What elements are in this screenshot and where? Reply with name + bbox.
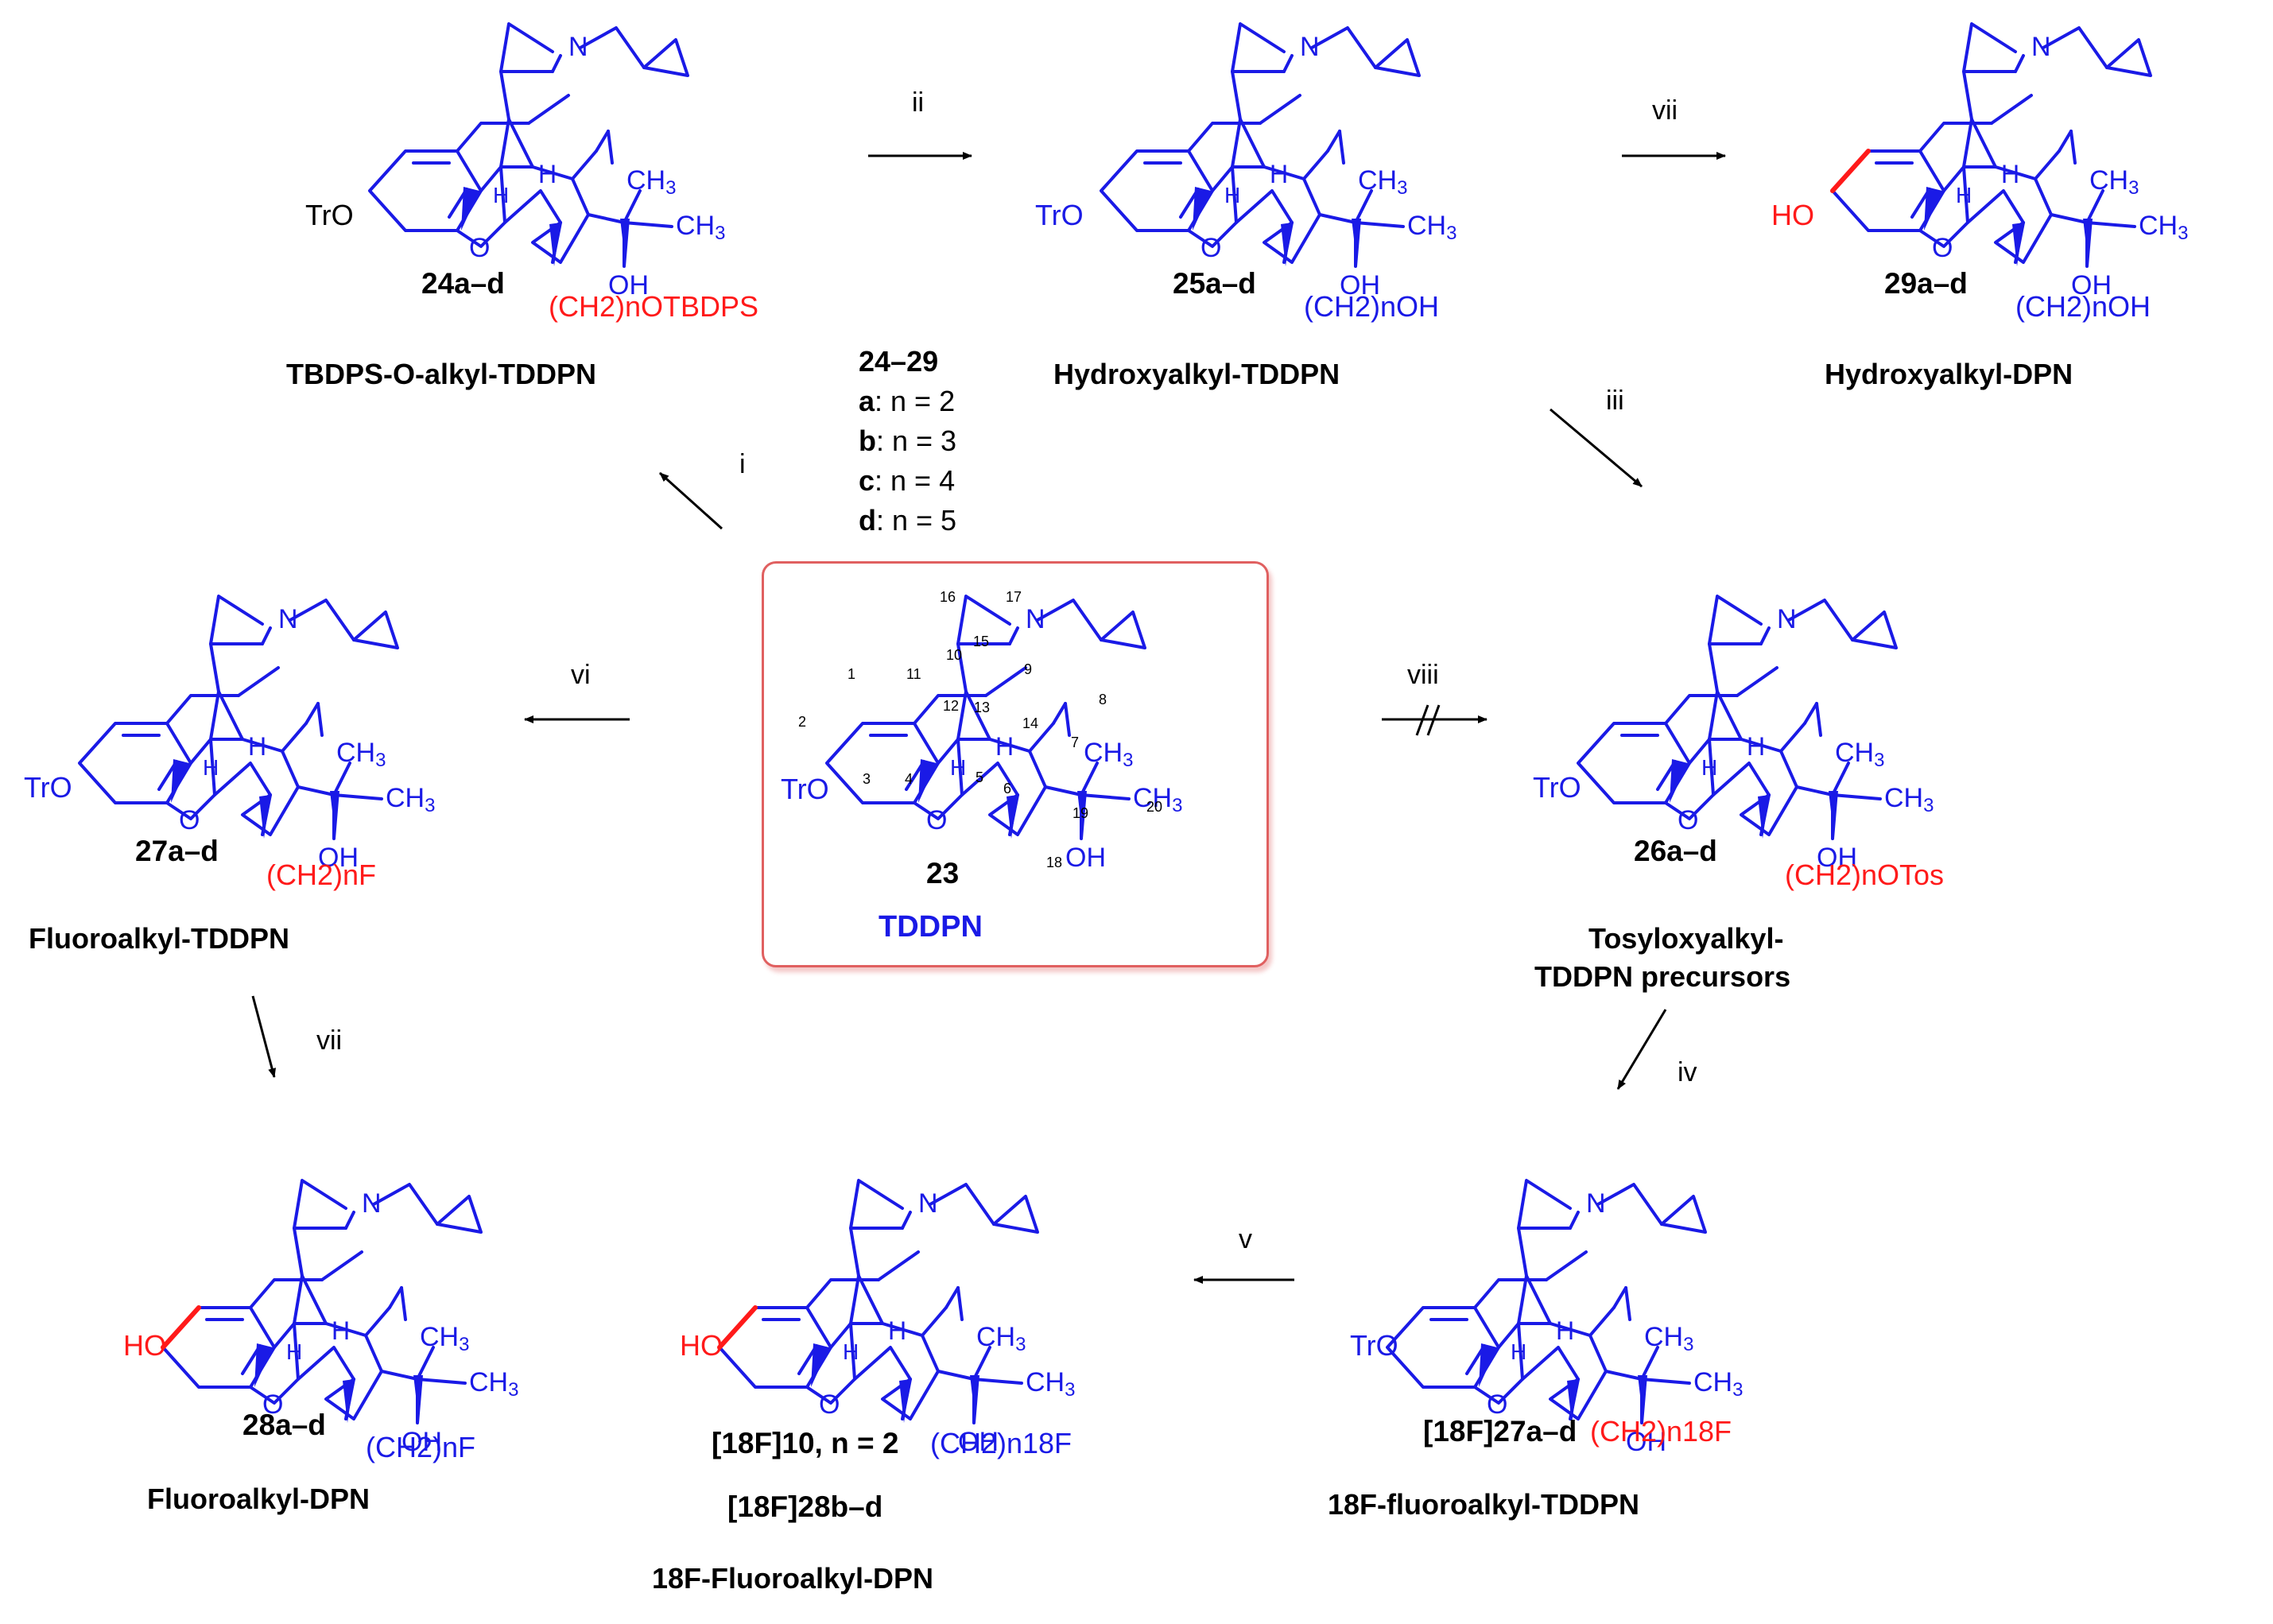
tro-25: TrO	[1035, 199, 1084, 231]
ho-10: HO	[680, 1329, 723, 1362]
chain-27f: (CH2)n18F	[1590, 1415, 1732, 1448]
blocked-marks	[1415, 704, 1441, 736]
num-5: 5	[976, 769, 984, 785]
num-18: 18	[1046, 855, 1063, 870]
step-iii: iii	[1606, 386, 1624, 416]
step-viii: viii	[1407, 660, 1439, 690]
num-13: 13	[974, 700, 991, 715]
step-v: v	[1239, 1224, 1252, 1254]
num-10: 10	[946, 647, 963, 663]
chain-27: (CH2)nF	[266, 859, 377, 891]
label-26: 26a–d	[1634, 835, 1717, 867]
tddpn-highlight-box	[762, 561, 1269, 967]
oh-bond-28	[161, 1305, 201, 1350]
oh-bond-10	[717, 1305, 758, 1350]
chain-28: (CH2)nF	[366, 1431, 476, 1463]
num-4: 4	[905, 771, 913, 787]
label-24: 24a–d	[421, 267, 505, 300]
chain-25: (CH2)nOH	[1304, 290, 1440, 323]
name-23: TDDPN	[879, 910, 983, 944]
label-28bd: [18F]28b–d	[727, 1490, 883, 1523]
chain-24: (CH2)nOTBDPS	[549, 290, 759, 323]
arrow-iv	[1616, 1009, 1667, 1090]
name-27f: 18F-fluoroalkyl-TDDPN	[1328, 1488, 1640, 1521]
name-29: Hydroxyalkyl-DPN	[1825, 358, 2073, 390]
legend-row-c: c: n = 4	[859, 464, 956, 497]
num-8: 8	[1099, 692, 1107, 707]
legend-row-a: a: n = 2	[859, 385, 956, 417]
legend: 24–29 a: n = 2 b: n = 3 c: n = 4 d: n = …	[859, 342, 956, 541]
chain-29: (CH2)nOH	[2015, 290, 2151, 323]
step-iv: iv	[1678, 1057, 1697, 1087]
num-2: 2	[798, 714, 807, 730]
step-i: i	[739, 449, 746, 479]
arrow-vii-left	[251, 995, 277, 1078]
num-9: 9	[1024, 661, 1033, 677]
legend-row-d: d: n = 5	[859, 504, 957, 537]
name-27: Fluoroalkyl-TDDPN	[29, 922, 290, 955]
label-27: 27a–d	[135, 835, 219, 867]
step-vi: vi	[571, 660, 591, 690]
step-ii: ii	[912, 87, 925, 118]
num-19: 19	[1072, 805, 1089, 821]
num-7: 7	[1071, 734, 1080, 750]
num-12: 12	[943, 698, 960, 714]
legend-row-b: b: n = 3	[859, 424, 957, 457]
tro-24: TrO	[305, 199, 354, 231]
label-29: 29a–d	[1884, 267, 1968, 300]
num-15: 15	[973, 634, 990, 649]
name-24: TBDPS-O-alkyl-TDDPN	[286, 358, 597, 390]
tro-26: TrO	[1533, 771, 1581, 804]
label-25: 25a–d	[1173, 267, 1256, 300]
ho-29: HO	[1771, 199, 1814, 231]
num-1: 1	[848, 666, 856, 682]
label-10: [18F]10, n = 2	[712, 1427, 899, 1459]
tro-23: TrO	[781, 773, 829, 805]
name-28: Fluoroalkyl-DPN	[147, 1483, 370, 1515]
label-23: 23	[926, 857, 960, 890]
oh-bond-29	[1830, 149, 1871, 193]
num-11: 11	[906, 666, 921, 682]
tro-27: TrO	[24, 771, 72, 804]
name-10: 18F-Fluoroalkyl-DPN	[652, 1562, 934, 1595]
num-17: 17	[1006, 589, 1022, 605]
label-28: 28a–d	[242, 1409, 326, 1441]
chain-10: (CH2)n18F	[930, 1427, 1072, 1459]
num-20: 20	[1146, 799, 1163, 815]
name-26-line1: Tosyloxyalkyl-	[1588, 922, 1784, 955]
ho-28: HO	[123, 1329, 166, 1362]
chain-26: (CH2)nOTos	[1785, 859, 1945, 891]
label-27f: [18F]27a–d	[1423, 1415, 1577, 1448]
num-3: 3	[863, 771, 871, 787]
arrow-iii	[1550, 408, 1643, 488]
name-26-line2: TDDPN precursors	[1534, 960, 1791, 993]
legend-title: 24–29	[859, 345, 939, 378]
num-16: 16	[940, 589, 956, 605]
num-6: 6	[1003, 781, 1012, 796]
step-vii-top: vii	[1652, 95, 1678, 126]
step-vii-left: vii	[316, 1025, 343, 1056]
num-14: 14	[1022, 715, 1039, 731]
arrow-i	[658, 471, 723, 530]
name-25: Hydroxyalkyl-TDDPN	[1053, 358, 1340, 390]
tro-27f: TrO	[1350, 1329, 1398, 1362]
